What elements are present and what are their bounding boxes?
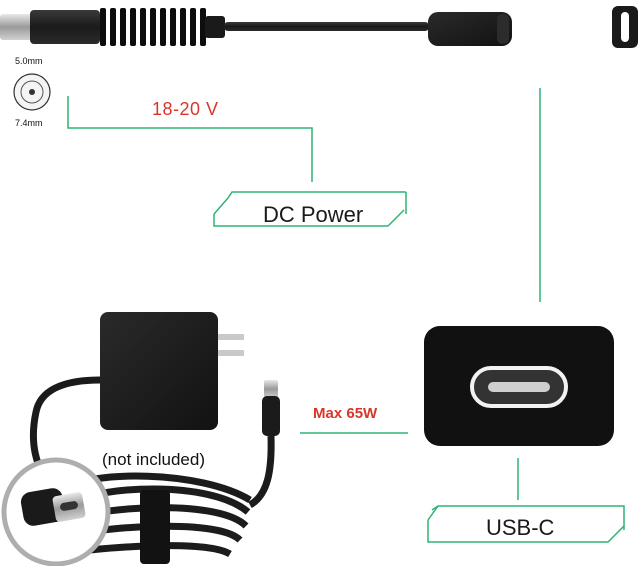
usb-c-label: USB-C [486, 515, 555, 540]
not-included-label: (not included) [102, 450, 206, 469]
outer-diameter-label: 5.0mm [15, 56, 43, 66]
voltage-label: 18-20 V [152, 99, 219, 119]
usb-c-plug-icon [248, 380, 280, 509]
inner-diameter-label: 7.4mm [15, 118, 43, 128]
barrel-plug-icon [0, 8, 429, 46]
magnified-usb-c-plug [1, 457, 111, 566]
dc-power-label: DC Power [263, 202, 364, 227]
max-power-label: Max 65W [313, 405, 378, 422]
usb-c-female-connector [428, 12, 512, 46]
usb-c-port-icon [612, 6, 638, 48]
usb-c-female-enlarged [424, 326, 614, 446]
cable-strap [140, 490, 170, 564]
barrel-dimension-diagram [13, 73, 51, 111]
callout-lines [67, 88, 541, 500]
dc-power-frame [213, 191, 407, 227]
usb-c-frame [427, 505, 625, 543]
